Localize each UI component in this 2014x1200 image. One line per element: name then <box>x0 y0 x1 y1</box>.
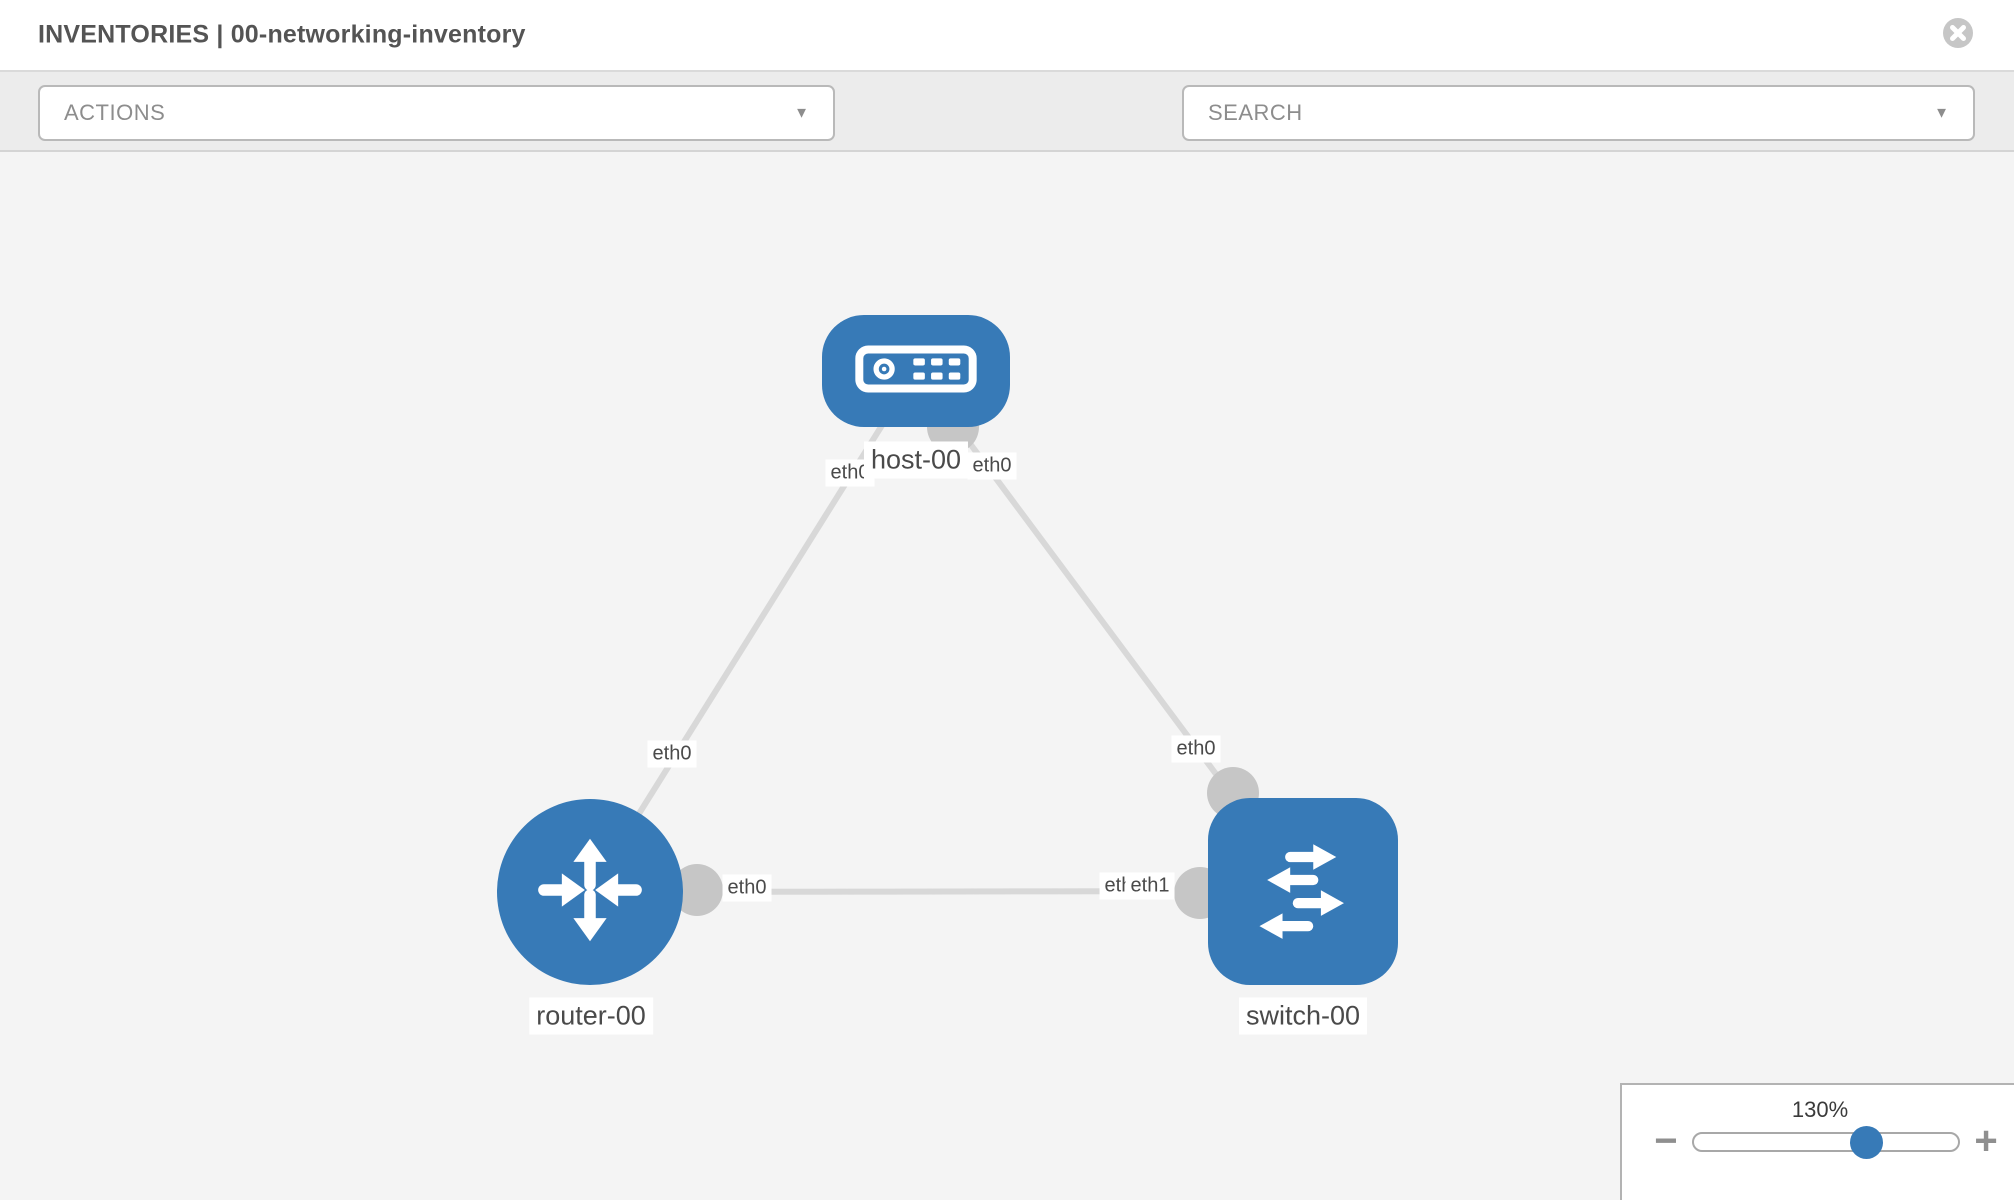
topology-canvas[interactable]: eth0 eth0 eth0 eth0 eth0 eth0 eth1 host-… <box>0 152 2014 1200</box>
interface-label: eth1 <box>1125 872 1175 900</box>
header: INVENTORIES | 00-networking-inventory <box>0 0 2014 72</box>
node-host-00[interactable] <box>822 315 1010 427</box>
host-icon <box>854 342 978 401</box>
node-label-host: host-00 <box>863 441 969 479</box>
zoom-control-panel: 130% − + <box>1620 1083 2014 1200</box>
interface-label: eth0 <box>722 874 772 902</box>
close-icon <box>1942 18 1974 52</box>
search-placeholder: SEARCH <box>1208 100 1303 125</box>
zoom-slider-track[interactable] <box>1692 1132 1960 1152</box>
connector-dot-router-right <box>671 864 723 916</box>
zoom-level-value: 130% <box>1791 1097 1849 1122</box>
chevron-down-icon: ▼ <box>794 104 809 122</box>
zoom-in-button[interactable]: + <box>1964 1115 2008 1167</box>
links-layer <box>587 369 1306 919</box>
zoom-out-button[interactable]: − <box>1644 1115 1688 1167</box>
actions-dropdown-label: ACTIONS <box>64 100 166 125</box>
router-icon <box>526 826 654 959</box>
interface-label: eth0 <box>1171 735 1221 763</box>
switch-icon <box>1239 825 1367 958</box>
search-dropdown[interactable]: SEARCH ▼ <box>1182 85 1975 141</box>
zoom-slider-thumb[interactable] <box>1850 1126 1883 1159</box>
toolbar: ACTIONS ▼ SEARCH ▼ <box>0 72 2014 205</box>
node-label-switch: switch-00 <box>1238 997 1368 1035</box>
node-switch-00[interactable] <box>1208 798 1398 985</box>
close-button[interactable] <box>1942 17 1974 49</box>
chevron-down-icon: ▼ <box>1934 104 1949 122</box>
link-host-router[interactable] <box>587 369 919 894</box>
actions-dropdown[interactable]: ACTIONS ▼ <box>38 85 835 141</box>
node-label-router: router-00 <box>529 997 653 1035</box>
interface-label: eth0 <box>647 740 697 768</box>
interface-label: eth0 <box>967 452 1017 480</box>
node-router-00[interactable] <box>497 799 683 985</box>
page-title: INVENTORIES | 00-networking-inventory <box>38 20 526 49</box>
